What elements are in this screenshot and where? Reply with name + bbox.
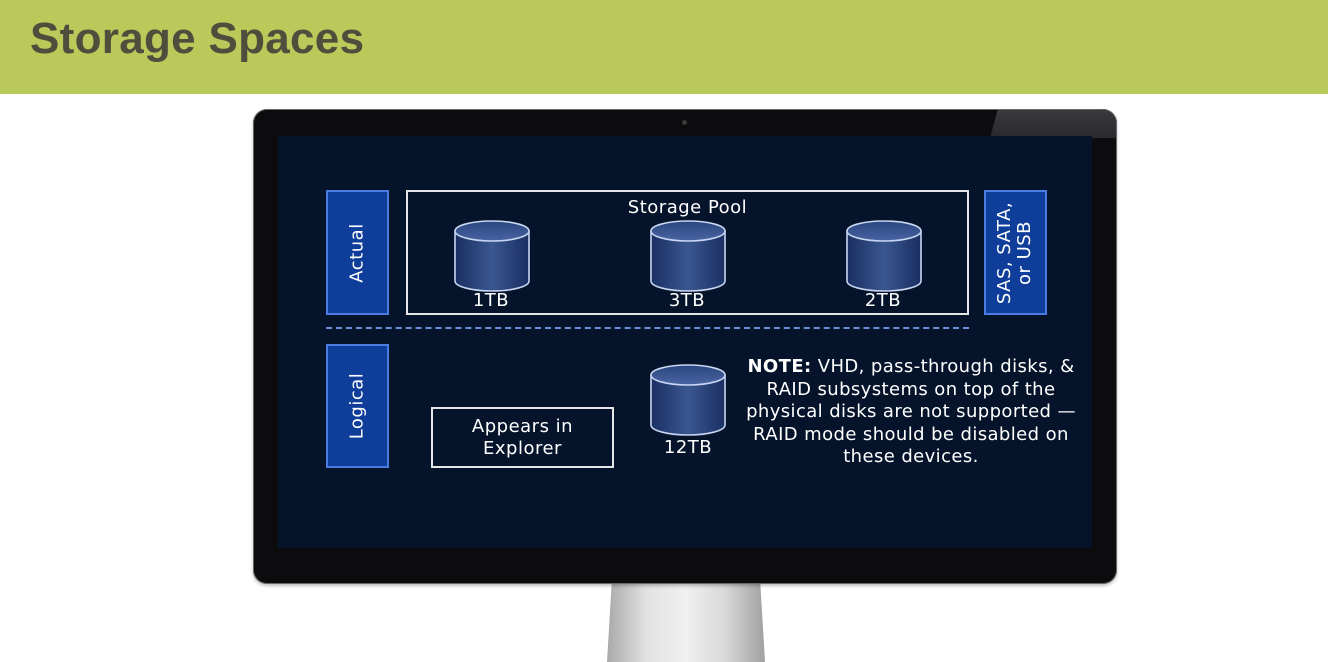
explorer-line-1: Appears in [471, 415, 574, 437]
storage-pool-box [406, 190, 969, 315]
monitor-stand [607, 582, 765, 662]
title-bar [0, 0, 1328, 94]
logical-disk-label: 12TB [663, 437, 713, 458]
explorer-line-2: Explorer [483, 437, 562, 459]
slide-title: Storage Spaces [30, 14, 365, 63]
explorer-box: Appears in Explorer [431, 407, 614, 468]
actual-label: Actual [346, 222, 368, 283]
monitor-screen [278, 136, 1092, 548]
disk-icon [650, 220, 726, 292]
logical-label-box: Logical [326, 344, 389, 468]
interface-label: SAS, SATA, or USB [994, 201, 1036, 304]
interface-label-box: SAS, SATA, or USB [984, 190, 1047, 315]
actual-label-box: Actual [326, 190, 389, 315]
disk-1-label: 1TB [472, 290, 510, 311]
monitor-glare [990, 110, 1116, 138]
note-prefix: NOTE: [747, 356, 812, 377]
interface-label-line-2: or USB [1014, 220, 1036, 285]
note-text: NOTE: VHD, pass-through disks, & RAID su… [738, 356, 1084, 469]
disk-3-label: 2TB [864, 290, 902, 311]
interface-label-line-1: SAS, SATA, [994, 201, 1016, 304]
disk-icon [846, 220, 922, 292]
camera-icon [682, 120, 687, 125]
storage-pool-label: Storage Pool [627, 197, 748, 218]
note-body: VHD, pass-through disks, & RAID subsyste… [746, 356, 1076, 468]
disk-2-label: 3TB [668, 290, 706, 311]
disk-icon [454, 220, 530, 292]
actual-logical-divider [326, 327, 969, 329]
logical-disk-icon [650, 364, 726, 436]
logical-label: Logical [346, 372, 368, 440]
